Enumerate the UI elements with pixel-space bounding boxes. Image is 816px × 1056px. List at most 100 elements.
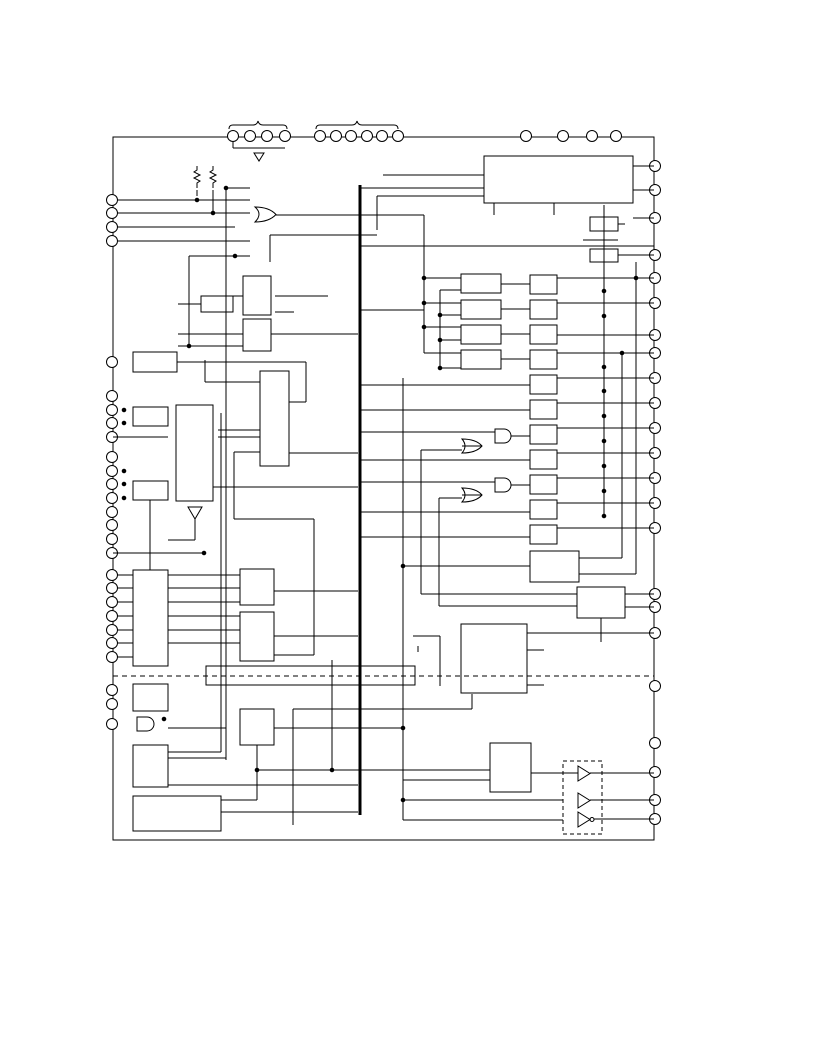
and-gate [494, 477, 512, 493]
pin [106, 637, 118, 649]
junction-dot [201, 550, 207, 556]
pin [106, 651, 118, 663]
chip-outline [112, 136, 655, 841]
junction-dot [121, 468, 127, 474]
block-l [239, 708, 275, 746]
pin [106, 390, 118, 402]
block-c [132, 351, 178, 373]
pin [376, 130, 388, 142]
junction-dot [400, 725, 406, 731]
pin [279, 130, 291, 142]
block-i [239, 568, 275, 606]
junction-dot [400, 563, 406, 569]
inverter [577, 811, 591, 828]
block-a [242, 275, 272, 316]
block-h [132, 569, 169, 667]
junction-dot [601, 488, 607, 494]
junction-dot [121, 407, 127, 413]
latch-block [529, 499, 558, 520]
junction-dot [633, 275, 639, 281]
pin [649, 766, 661, 778]
pin [106, 221, 118, 233]
junction-dot [186, 343, 192, 349]
junction-dot [601, 313, 607, 319]
latch-block [529, 399, 558, 420]
pin [520, 130, 532, 142]
junction-dot [329, 767, 335, 773]
pin [106, 684, 118, 696]
register-block [460, 299, 502, 320]
junction-dot [421, 300, 427, 306]
junction-dot [437, 365, 443, 371]
pin [106, 235, 118, 247]
pin [557, 130, 569, 142]
register-block [460, 349, 502, 370]
pin [586, 130, 598, 142]
block-mux [200, 295, 234, 313]
junction-dot [601, 463, 607, 469]
buffer-triangle [187, 506, 203, 520]
latch-block [529, 274, 558, 295]
and-gate [494, 428, 512, 444]
block-f [175, 404, 214, 502]
block-m [132, 744, 169, 788]
latch-block [529, 324, 558, 345]
latch-block [529, 449, 558, 470]
pin [345, 130, 357, 142]
junction-dot [601, 288, 607, 294]
pin [106, 451, 118, 463]
junction-dot [421, 324, 427, 330]
latch-block [529, 349, 558, 370]
block-o [529, 550, 580, 583]
block-g [132, 480, 169, 501]
pin [106, 610, 118, 622]
latch-block [529, 374, 558, 395]
or-gate [253, 206, 277, 223]
register-column [460, 273, 558, 545]
pin [649, 680, 661, 692]
junction-dot [601, 413, 607, 419]
block-e [132, 406, 169, 427]
latch-block [529, 299, 558, 320]
buffer [577, 792, 591, 809]
pin [106, 207, 118, 219]
pin [106, 506, 118, 518]
top-brace-right [315, 120, 399, 130]
pin [649, 737, 661, 749]
pin [106, 465, 118, 477]
block-p [576, 586, 626, 619]
junction-dot [232, 253, 238, 259]
pin [330, 130, 342, 142]
junction-dot [121, 481, 127, 487]
pin [106, 582, 118, 594]
block-k [132, 683, 169, 712]
block-b [242, 318, 272, 352]
junction-dot [121, 495, 127, 501]
pin [106, 698, 118, 710]
block-bus-bar [205, 665, 416, 686]
pin [106, 194, 118, 206]
pin [610, 130, 622, 142]
pin [227, 130, 239, 142]
latch-block [529, 524, 558, 545]
resistor-2 [208, 166, 218, 188]
junction-dot [437, 312, 443, 318]
block-j [239, 611, 275, 662]
block-d [259, 370, 290, 467]
control-block-top [483, 155, 634, 204]
latch-block [529, 474, 558, 495]
pin [106, 417, 118, 429]
pin [106, 492, 118, 504]
block-n [132, 795, 222, 832]
pin [244, 130, 256, 142]
pin [106, 478, 118, 490]
junction-dot [210, 210, 216, 216]
latch-block [529, 424, 558, 445]
junction-dot [601, 388, 607, 394]
junction-dot [254, 767, 260, 773]
junction-dot [601, 364, 607, 370]
junction-dot [601, 513, 607, 519]
top-brace-left [228, 120, 288, 130]
pin [392, 130, 404, 142]
